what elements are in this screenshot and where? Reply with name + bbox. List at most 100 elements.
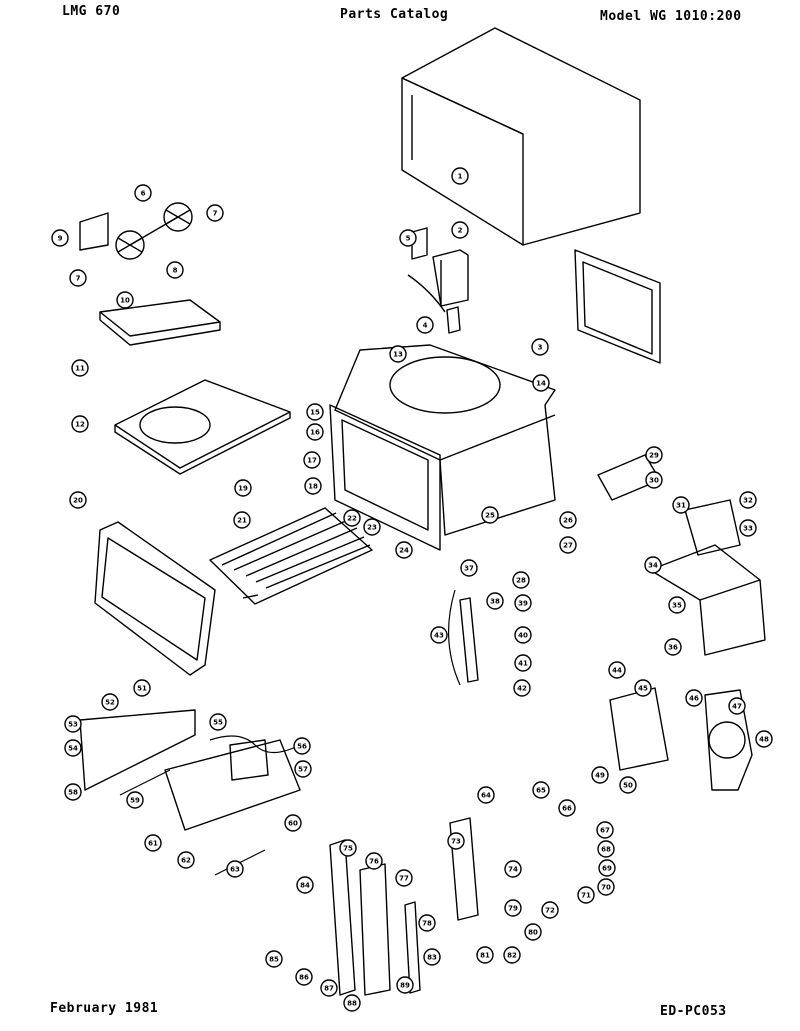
callout-number: 82 [507, 952, 517, 960]
oven-cavity [334, 344, 556, 536]
callout-number: 36 [668, 644, 678, 652]
callout-number: 37 [464, 565, 474, 573]
callout-number: 67 [600, 827, 610, 835]
callout-number: 69 [602, 865, 612, 873]
callout-number: 86 [299, 974, 309, 982]
callout-number: 48 [759, 736, 769, 744]
callout-number: 88 [347, 1000, 357, 1008]
callout-number: 4 [423, 322, 428, 330]
wiring-harness [119, 589, 461, 876]
callout-number: 10 [120, 297, 130, 305]
callout-number: 47 [732, 703, 742, 711]
callout-number: 19 [238, 485, 248, 493]
capacitor-bracket [407, 227, 469, 334]
callout-number: 9 [58, 235, 63, 243]
callout-number: 6 [141, 190, 146, 198]
callout-number: 83 [427, 954, 437, 962]
callout-number: 51 [137, 685, 147, 693]
callout-number: 17 [307, 457, 317, 465]
callout-number: 54 [68, 745, 78, 753]
oven-rack [209, 507, 373, 605]
callout-number: 50 [623, 782, 633, 790]
callout-number: 60 [288, 820, 298, 828]
callout-number: 2 [458, 227, 463, 235]
callout-number: 59 [130, 797, 140, 805]
callout-number: 55 [213, 719, 223, 727]
callout-number: 16 [310, 429, 320, 437]
callout-number: 73 [451, 838, 461, 846]
callout-number: 49 [595, 772, 605, 780]
callout-number: 76 [369, 858, 379, 866]
callout-number: 74 [508, 866, 518, 874]
model-number: Model WG 1010:200 [600, 9, 742, 24]
callout-number: 15 [310, 409, 320, 417]
callout-number: 26 [563, 517, 573, 525]
callout-number: 13 [393, 351, 403, 359]
callout-number: 32 [743, 497, 753, 505]
callout-number: 20 [73, 497, 83, 505]
callout-number: 75 [343, 845, 353, 853]
callout-number: 77 [399, 875, 409, 883]
callout-number: 14 [536, 380, 546, 388]
callout-number: 80 [528, 929, 538, 937]
callout-number: 39 [518, 600, 528, 608]
callout-number: 7 [76, 275, 81, 283]
callout-number: 30 [649, 477, 659, 485]
callout-number: 24 [399, 547, 409, 555]
rear-panel [574, 249, 661, 364]
top-shield [114, 379, 291, 475]
callout-number: 53 [68, 721, 78, 729]
callout-number: 40 [518, 632, 528, 640]
blower-motor [597, 454, 766, 791]
callout-number: 62 [181, 857, 191, 865]
callout-number: 61 [148, 840, 158, 848]
callout-number: 72 [545, 907, 555, 915]
fan-assembly [79, 202, 193, 260]
callout-number: 63 [230, 866, 240, 874]
catalog-code: LMG 670 [62, 4, 121, 19]
callout-number: 56 [297, 743, 307, 751]
callout-number: 33 [743, 525, 753, 533]
callout-number: 58 [68, 789, 78, 797]
callout-number: 43 [434, 632, 444, 640]
callout-number: 38 [490, 598, 500, 606]
callout-number: 64 [481, 792, 491, 800]
callout-number: 7 [213, 210, 218, 218]
callout-number: 68 [601, 846, 611, 854]
callout-number: 70 [601, 884, 611, 892]
callout-number: 52 [105, 699, 115, 707]
callout-number: 28 [516, 577, 526, 585]
callout-number: 31 [676, 502, 686, 510]
callout-number: 44 [612, 667, 622, 675]
callout-number: 42 [517, 685, 527, 693]
callout-number: 22 [347, 515, 357, 523]
callout-number: 11 [75, 365, 85, 373]
mounting-tray [99, 299, 221, 346]
callout-number: 71 [581, 892, 591, 900]
document-code: ED-PC053 [660, 1004, 727, 1019]
callout-number: 5 [406, 235, 411, 243]
callout-number: 3 [538, 344, 543, 352]
callout-number: 79 [508, 905, 518, 913]
door-frame [329, 404, 441, 551]
callout-number: 23 [367, 524, 377, 532]
callout-number: 8 [173, 267, 178, 275]
callout-number: 35 [672, 602, 682, 610]
publication-date: February 1981 [50, 1001, 159, 1016]
callout-number: 85 [269, 956, 279, 964]
callout-number: 66 [562, 805, 572, 813]
callout-number: 29 [649, 452, 659, 460]
callout-number: 12 [75, 421, 85, 429]
callout-number: 27 [563, 542, 573, 550]
callout-number: 84 [300, 882, 310, 890]
callout-number: 21 [237, 517, 247, 525]
callout-number: 34 [648, 562, 658, 570]
callout-number: 78 [422, 920, 432, 928]
callout-number: 46 [689, 695, 699, 703]
control-brackets [79, 597, 669, 996]
callout-number: 81 [480, 952, 490, 960]
cabinet-wrapper [401, 27, 641, 246]
callout-number: 87 [324, 985, 334, 993]
page-title: Parts Catalog [340, 7, 449, 22]
